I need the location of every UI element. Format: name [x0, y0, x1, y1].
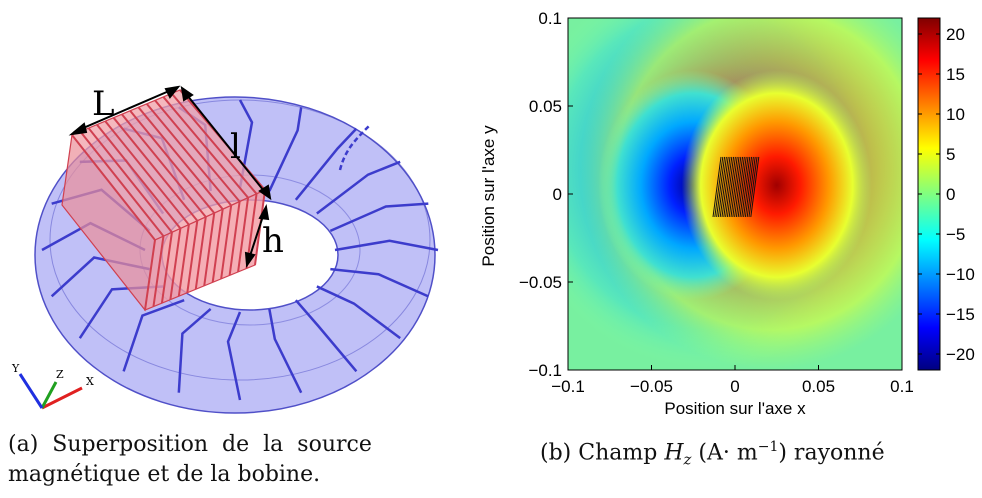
- coil-line: [728, 156, 738, 218]
- caption-a: (a) Superposition de la source magnétiqu…: [8, 430, 428, 490]
- x-axis-label: Position sur l'axe x: [664, 399, 806, 418]
- y-tick-label: 0.1: [538, 9, 562, 28]
- coil-line: [748, 156, 758, 218]
- coil-turn: [104, 120, 190, 297]
- coil-turn: [154, 99, 241, 276]
- coil-turn: [170, 92, 258, 269]
- coil-line: [746, 156, 756, 218]
- colorbar-tick-label: 0: [946, 185, 955, 204]
- coil-turn: [112, 117, 199, 293]
- axis-x-label: X: [86, 375, 94, 388]
- coil-turn: [162, 96, 250, 273]
- coil-turn: [87, 127, 173, 304]
- caption-b-var: H: [664, 440, 684, 466]
- coil-turn: [96, 123, 182, 300]
- colorbar-tick-label: 10: [946, 105, 965, 124]
- caption-b-sub: z: [683, 450, 692, 469]
- coil-turn: [145, 103, 233, 279]
- coil-line: [721, 156, 731, 218]
- winding-loop: [268, 107, 303, 192]
- winding-loop: [177, 308, 212, 393]
- coil-line: [714, 156, 724, 218]
- label-L: L: [92, 84, 115, 124]
- x-tick-label: 0: [730, 377, 739, 396]
- colorbar-tick-label: 20: [946, 25, 965, 44]
- coil-line: [717, 156, 727, 218]
- y-tick-label: 0: [553, 185, 562, 204]
- coil-turn: [137, 106, 224, 283]
- caption-b-exp: −1: [757, 439, 779, 455]
- colorbar-tick-label: 15: [946, 65, 965, 84]
- coil-line: [712, 156, 722, 218]
- caption-a-line1: (a) Superposition de la source: [8, 432, 372, 457]
- coil-turn: [129, 110, 216, 286]
- y-axis-label: Position sur l'axe y: [479, 125, 498, 267]
- winding-loop: [294, 127, 358, 201]
- dimension-arrows: [68, 85, 272, 268]
- coil-line: [726, 156, 736, 218]
- coil-line: [725, 156, 735, 218]
- coil-turn: [79, 130, 165, 307]
- label-l: l: [230, 127, 241, 167]
- winding-loop: [268, 308, 303, 394]
- coil-line: [744, 156, 754, 218]
- x-tick-label: −0.1: [551, 377, 585, 396]
- winding-loop: [334, 239, 439, 252]
- caption-b: (b) Champ Hz (A· m−1) rayonné: [540, 432, 980, 475]
- winding-loop: [226, 311, 242, 401]
- coil-line: [732, 156, 742, 218]
- coil-line: [741, 156, 751, 218]
- red-winding: [71, 89, 267, 311]
- coil-turn: [121, 113, 207, 290]
- coil-turn: [71, 134, 157, 311]
- colorbar-tick-label: −15: [946, 305, 975, 324]
- x-tick-label: −0.05: [630, 377, 673, 396]
- winding-loop: [122, 298, 185, 372]
- winding-loop: [316, 285, 401, 340]
- coil-line: [750, 156, 760, 218]
- heatmap-plot-area: [568, 18, 902, 370]
- coil-line: [739, 156, 749, 218]
- colorbar-tick-label: −5: [946, 225, 965, 244]
- axis-y-label: Y: [11, 362, 20, 375]
- y-tick-label: −0.1: [528, 361, 562, 380]
- coil-line: [743, 156, 753, 218]
- x-tick-label: 0.1: [890, 377, 914, 396]
- caption-b-suffix: ) rayonné: [778, 440, 885, 466]
- coil-line: [734, 156, 744, 218]
- caption-b-prefix: (b) Champ: [540, 440, 665, 466]
- x-tick-label: 0.05: [802, 377, 835, 396]
- heatmap-chart: −0.1 −0.05 0 0.05 0.1 0.1 0.05 0 −0.05 −0.1 Posi…: [479, 9, 975, 418]
- coil-line: [735, 156, 745, 218]
- coil-outline: [712, 156, 760, 218]
- coil-line: [719, 156, 729, 218]
- lead-wire: [338, 124, 371, 171]
- y-tick-label: −0.05: [519, 273, 562, 292]
- winding-loop: [316, 160, 401, 215]
- caption-b-unit: (A· m: [691, 440, 758, 466]
- axis-triad: X Z Y: [11, 362, 94, 410]
- coil-line: [723, 156, 733, 218]
- colorbar-tick-label: 5: [946, 145, 955, 164]
- colorbar-tick-labels: 20 15 10 5 0 −5 −10 −15 −20: [918, 25, 975, 364]
- label-h: h: [262, 221, 284, 261]
- colorbar-tick-label: −20: [946, 345, 975, 364]
- caption-a-line2: magnétique et de la bobine.: [8, 462, 321, 487]
- winding-loop: [329, 202, 429, 232]
- toroid-coil-figure: L l h X Z Y: [0, 0, 470, 420]
- toroid-coil-illustration: L l h X Z Y: [11, 84, 439, 414]
- y-tick-labels: 0.1 0.05 0 −0.05 −0.1: [519, 9, 573, 380]
- field-heatmap-figure: −0.1 −0.05 0 0.05 0.1 0.1 0.05 0 −0.05 −0.1 Posi…: [470, 0, 982, 420]
- colorbar-tick-label: −10: [946, 265, 975, 284]
- winding-loop: [294, 299, 358, 373]
- coil-line: [730, 156, 740, 218]
- y-tick-label: 0.05: [529, 97, 562, 116]
- axis-z-label: Z: [56, 368, 64, 381]
- winding-loop: [330, 267, 429, 298]
- coil-line: [716, 156, 726, 218]
- x-tick-labels: −0.1 −0.05 0 0.05 0.1: [551, 365, 914, 396]
- positive-pole: [681, 70, 872, 301]
- coil-line: [737, 156, 747, 218]
